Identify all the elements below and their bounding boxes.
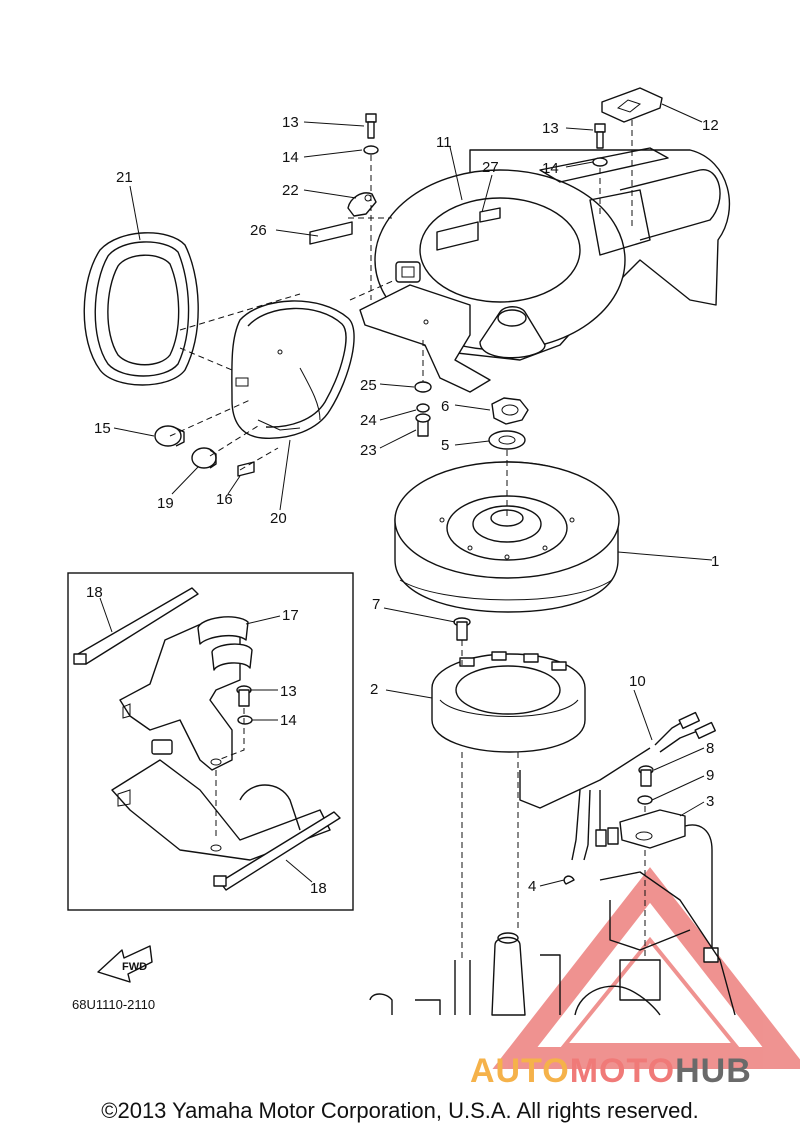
callout-22: 22 (282, 182, 299, 199)
part-26-label (309, 221, 353, 245)
callout-13-top-right: 13 (542, 120, 559, 137)
inset-part-18-tie-top (73, 587, 199, 665)
watermark-text: AUTOMOTOHUB (470, 1052, 752, 1091)
watermark-part-auto: AUTO (470, 1052, 570, 1090)
callout-18-top: 18 (86, 584, 103, 601)
part-10-harness (519, 711, 716, 861)
callout-17: 17 (282, 607, 299, 624)
callout-1: 1 (711, 553, 719, 570)
part-16-label (237, 461, 255, 477)
part-19-grommet (191, 447, 217, 469)
callout-14-inset: 14 (280, 712, 297, 729)
callout-4: 4 (528, 878, 536, 895)
part-20-cover (231, 300, 355, 439)
callout-3: 3 (706, 793, 714, 810)
fwd-arrow: FWD (97, 945, 153, 983)
part-14-washer-top-right (592, 157, 608, 167)
inset-part-17-clamp (197, 616, 253, 671)
part-9-washer (637, 795, 653, 805)
callout-19: 19 (157, 495, 174, 512)
part-4-key (563, 875, 575, 885)
callout-10: 10 (629, 673, 646, 690)
callout-14-top-left: 14 (282, 149, 299, 166)
drawing-code: 68U1110-2110 (72, 997, 156, 1012)
watermark-part-moto: MOTO (569, 1052, 676, 1090)
callout-18-bottom: 18 (310, 880, 327, 897)
part-15-grommet (154, 425, 185, 447)
part-23-bolt (415, 413, 431, 437)
callout-2: 2 (370, 681, 378, 698)
callout-12: 12 (702, 117, 719, 134)
callout-9: 9 (706, 767, 714, 784)
part-5-washer (488, 430, 526, 450)
part-14-washer-top-left (363, 145, 379, 155)
callout-25: 25 (360, 377, 377, 394)
alignment-lines (169, 120, 646, 960)
part-1-flywheel (394, 461, 620, 613)
part-8-bolt (638, 765, 654, 787)
part-2-stator (431, 651, 586, 753)
callout-13-inset: 13 (280, 683, 297, 700)
callout-27: 27 (482, 159, 499, 176)
callout-8: 8 (706, 740, 714, 757)
inset-part-14-washer (237, 715, 253, 725)
callout-7: 7 (372, 596, 380, 613)
part-24-washer (416, 403, 430, 413)
part-3-pulser-coil (619, 809, 719, 963)
callout-26: 26 (250, 222, 267, 239)
fwd-label: FWD (122, 961, 147, 973)
callout-5: 5 (441, 437, 449, 454)
part-21-seal (83, 232, 199, 386)
part-13-bolt-top-left (365, 113, 377, 139)
callout-20: 20 (270, 510, 287, 527)
inset-part-13-bolt (236, 685, 252, 707)
callouts: 1 2 3 4 5 6 7 8 9 10 11 12 13 13 13 14 1… (86, 114, 719, 897)
inset-part-18-tie-bottom (213, 811, 341, 891)
callout-6: 6 (441, 398, 449, 415)
part-25-washer (414, 381, 432, 393)
callout-14-top-right: 14 (542, 160, 559, 177)
engine-block (369, 871, 736, 1016)
part-6-nut (491, 397, 529, 425)
callout-15: 15 (94, 420, 111, 437)
callout-24: 24 (360, 412, 377, 429)
copyright-notice: ©2013 Yamaha Motor Corporation, U.S.A. A… (101, 1098, 699, 1123)
part-11-flywheel-cover (359, 147, 731, 393)
part-13-bolt-top-right (594, 123, 606, 149)
part-12-plate (601, 87, 663, 123)
callout-23: 23 (360, 442, 377, 459)
callout-21: 21 (116, 169, 133, 186)
watermark-part-hub: HUB (675, 1052, 752, 1090)
callout-16: 16 (216, 491, 233, 508)
part-7-bolt (453, 617, 471, 641)
watermark-logo (492, 867, 800, 1069)
callout-13-top-left: 13 (282, 114, 299, 131)
leader-lines (99, 103, 713, 887)
callout-11: 11 (436, 134, 452, 151)
inset-box (67, 572, 354, 911)
part-22-clip (347, 192, 377, 217)
